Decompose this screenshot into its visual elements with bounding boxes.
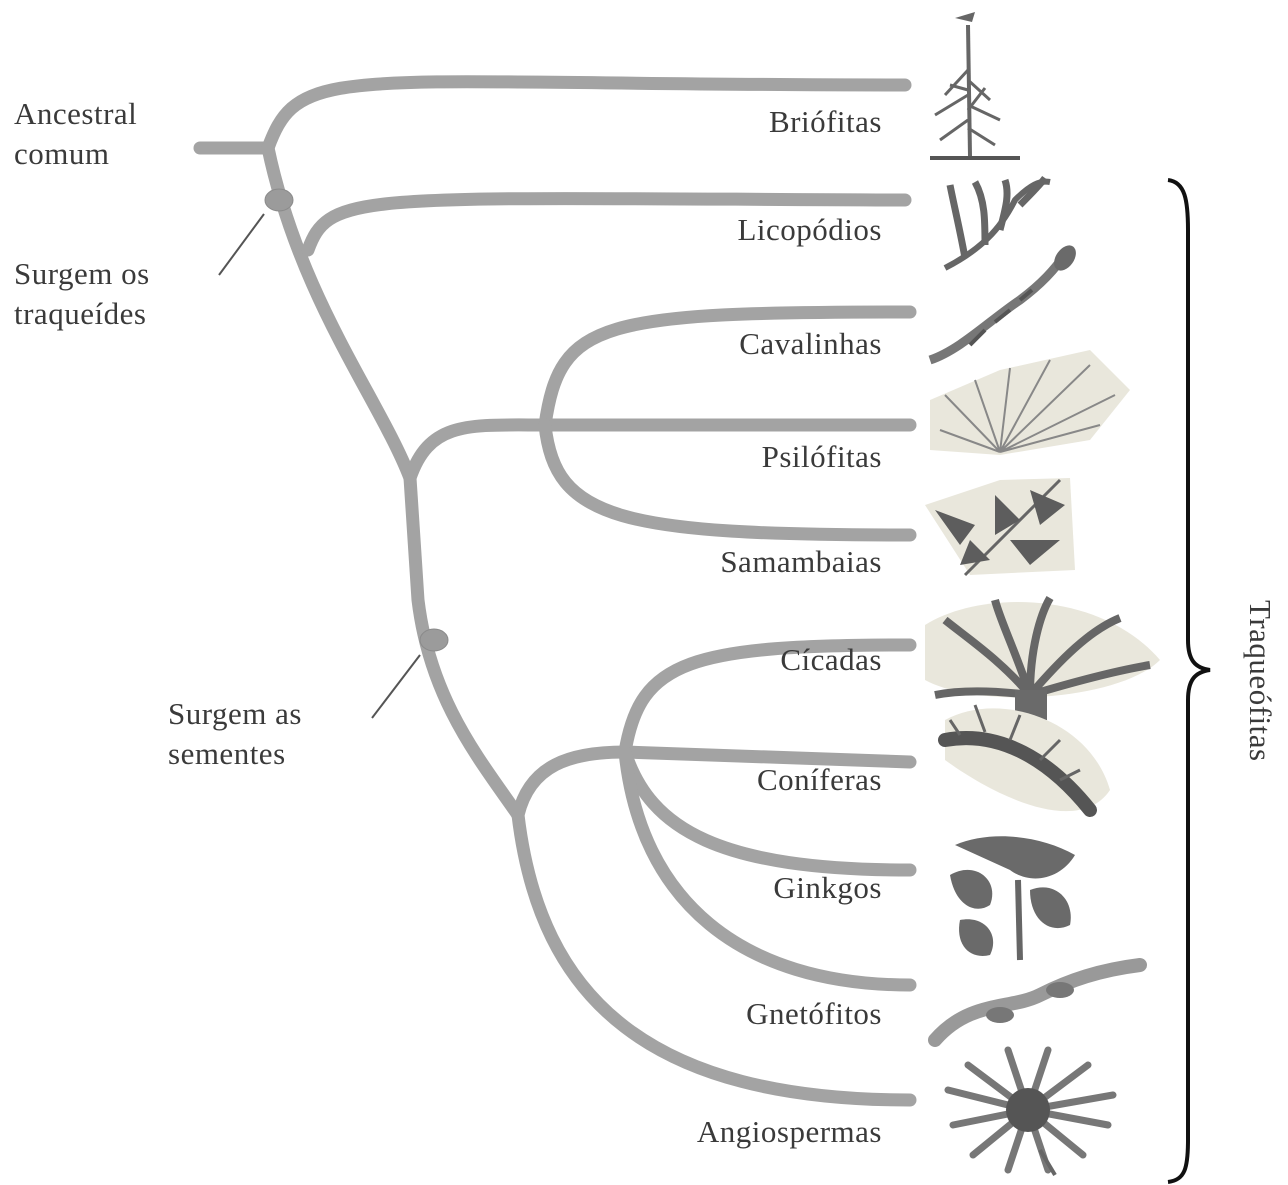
branch-gymnosperms	[518, 752, 625, 815]
event-seeds-line1: Surgem as	[168, 696, 302, 731]
clubmoss-icon	[945, 178, 1050, 268]
branch-monilophytes	[410, 425, 545, 478]
branch-coniferas	[625, 752, 910, 762]
branch-angiospermas	[518, 815, 910, 1100]
taxon-label-briofitas: Briófitas	[769, 104, 882, 139]
taxon-label-licopodios: Licopódios	[738, 212, 883, 247]
taxon-label-angiospermas: Angiospermas	[697, 1114, 882, 1149]
taxon-label-cicadas: Cícadas	[780, 642, 882, 677]
event-tracheids-line1: Surgem os	[14, 256, 150, 291]
horsetail-icon	[930, 241, 1080, 360]
moss-icon	[930, 12, 1020, 158]
taxon-label-gnetofitos: Gnetófitos	[746, 996, 882, 1031]
taxon-label-cavalinhas: Cavalinhas	[739, 326, 882, 361]
event-tracheids-line2: traqueídes	[14, 296, 146, 331]
flower-icon	[948, 1050, 1113, 1175]
taxon-label-ginkgos: Ginkgos	[773, 870, 882, 905]
taxon-label-psilofitas: Psilófitas	[762, 439, 882, 474]
gnetophyte-icon	[935, 965, 1140, 1040]
whisk-fern-icon	[930, 350, 1130, 455]
event-seeds-pointer	[372, 655, 420, 718]
ginkgo-icon	[950, 836, 1075, 960]
tracheophytes-bracket	[1168, 180, 1210, 1182]
taxon-label-samambaias: Samambaias	[720, 544, 882, 579]
root-label-line1: Ancestral	[14, 96, 137, 131]
taxon-labels: Briófitas Licopódios Cavalinhas Psilófit…	[697, 104, 882, 1149]
taxon-label-coniferas: Coníferas	[757, 762, 882, 797]
fern-icon	[925, 478, 1075, 575]
event-seeds-line2: sementes	[168, 736, 286, 771]
conifer-icon	[945, 705, 1110, 811]
root-label-line2: comum	[14, 136, 110, 171]
plant-illustrations	[925, 12, 1160, 1175]
tracheid-origin-node	[265, 189, 293, 211]
event-tracheids-pointer	[219, 214, 264, 275]
seed-origin-node	[420, 629, 448, 651]
cycad-icon	[925, 598, 1160, 720]
tracheophytes-label: Traqueófitas	[1243, 600, 1278, 762]
